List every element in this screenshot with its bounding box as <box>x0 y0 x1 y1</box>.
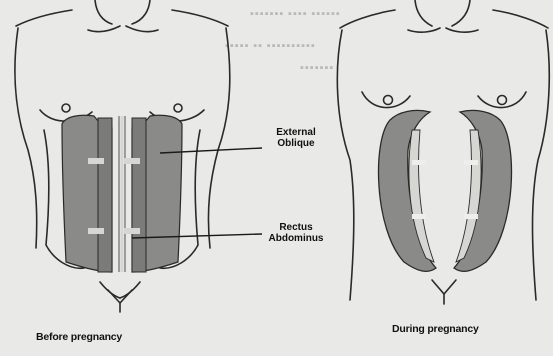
label-external-oblique-line2: Oblique <box>264 138 328 149</box>
torso-during-pregnancy <box>337 0 549 304</box>
rectus-abdominus-before <box>62 115 182 272</box>
label-rectus-abdominus-line1: Rectus <box>264 222 328 233</box>
label-rectus-abdominus: Rectus Abdominus <box>264 222 328 244</box>
label-external-oblique: External Oblique <box>264 127 328 149</box>
caption-before-pregnancy: Before pregnancy <box>36 331 122 343</box>
label-rectus-abdominus-line2: Abdominus <box>264 233 328 244</box>
rectus-abdominus-separated <box>378 110 511 271</box>
caption-during-pregnancy: During pregnancy <box>392 323 479 335</box>
label-external-oblique-line1: External <box>264 127 328 138</box>
